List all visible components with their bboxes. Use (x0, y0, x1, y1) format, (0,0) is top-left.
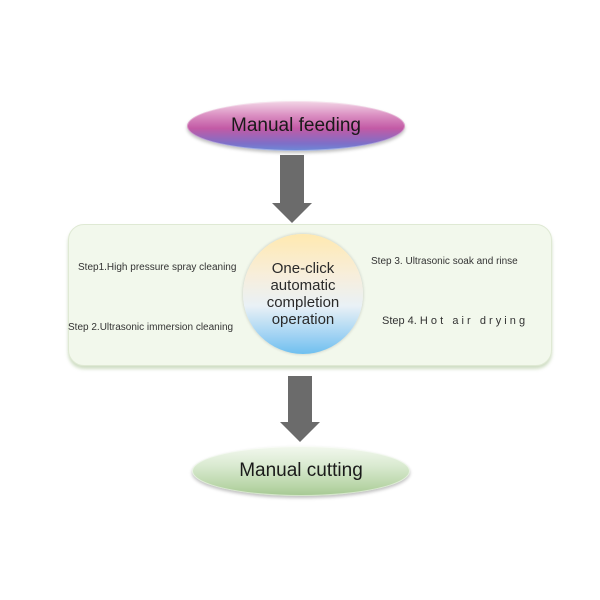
center-line-3: completion (266, 294, 340, 311)
center-line-1: One-click (271, 260, 335, 277)
step-2-label: Step 2.Ultrasonic immersion cleaning (68, 322, 234, 333)
step-3-label: Step 3. Ultrasonic soak and rinse (371, 256, 518, 267)
end-node-manual-cutting: Manual cutting (192, 446, 410, 496)
start-node-label: Manual feeding (231, 115, 361, 136)
step-4-label: Step 4. H o t a i r d r y i n g (382, 315, 526, 327)
center-line-4: operation (271, 311, 335, 328)
end-node-label: Manual cutting (239, 460, 363, 481)
step-1-label: Step1.High pressure spray cleaning (78, 262, 237, 273)
start-node-manual-feeding: Manual feeding (187, 101, 405, 151)
center-line-2: automatic (270, 277, 336, 294)
down-arrow-icon (272, 155, 312, 223)
down-arrow-icon (280, 376, 320, 442)
center-circle-one-click-operation: One-click automatic completion operation (243, 234, 363, 354)
